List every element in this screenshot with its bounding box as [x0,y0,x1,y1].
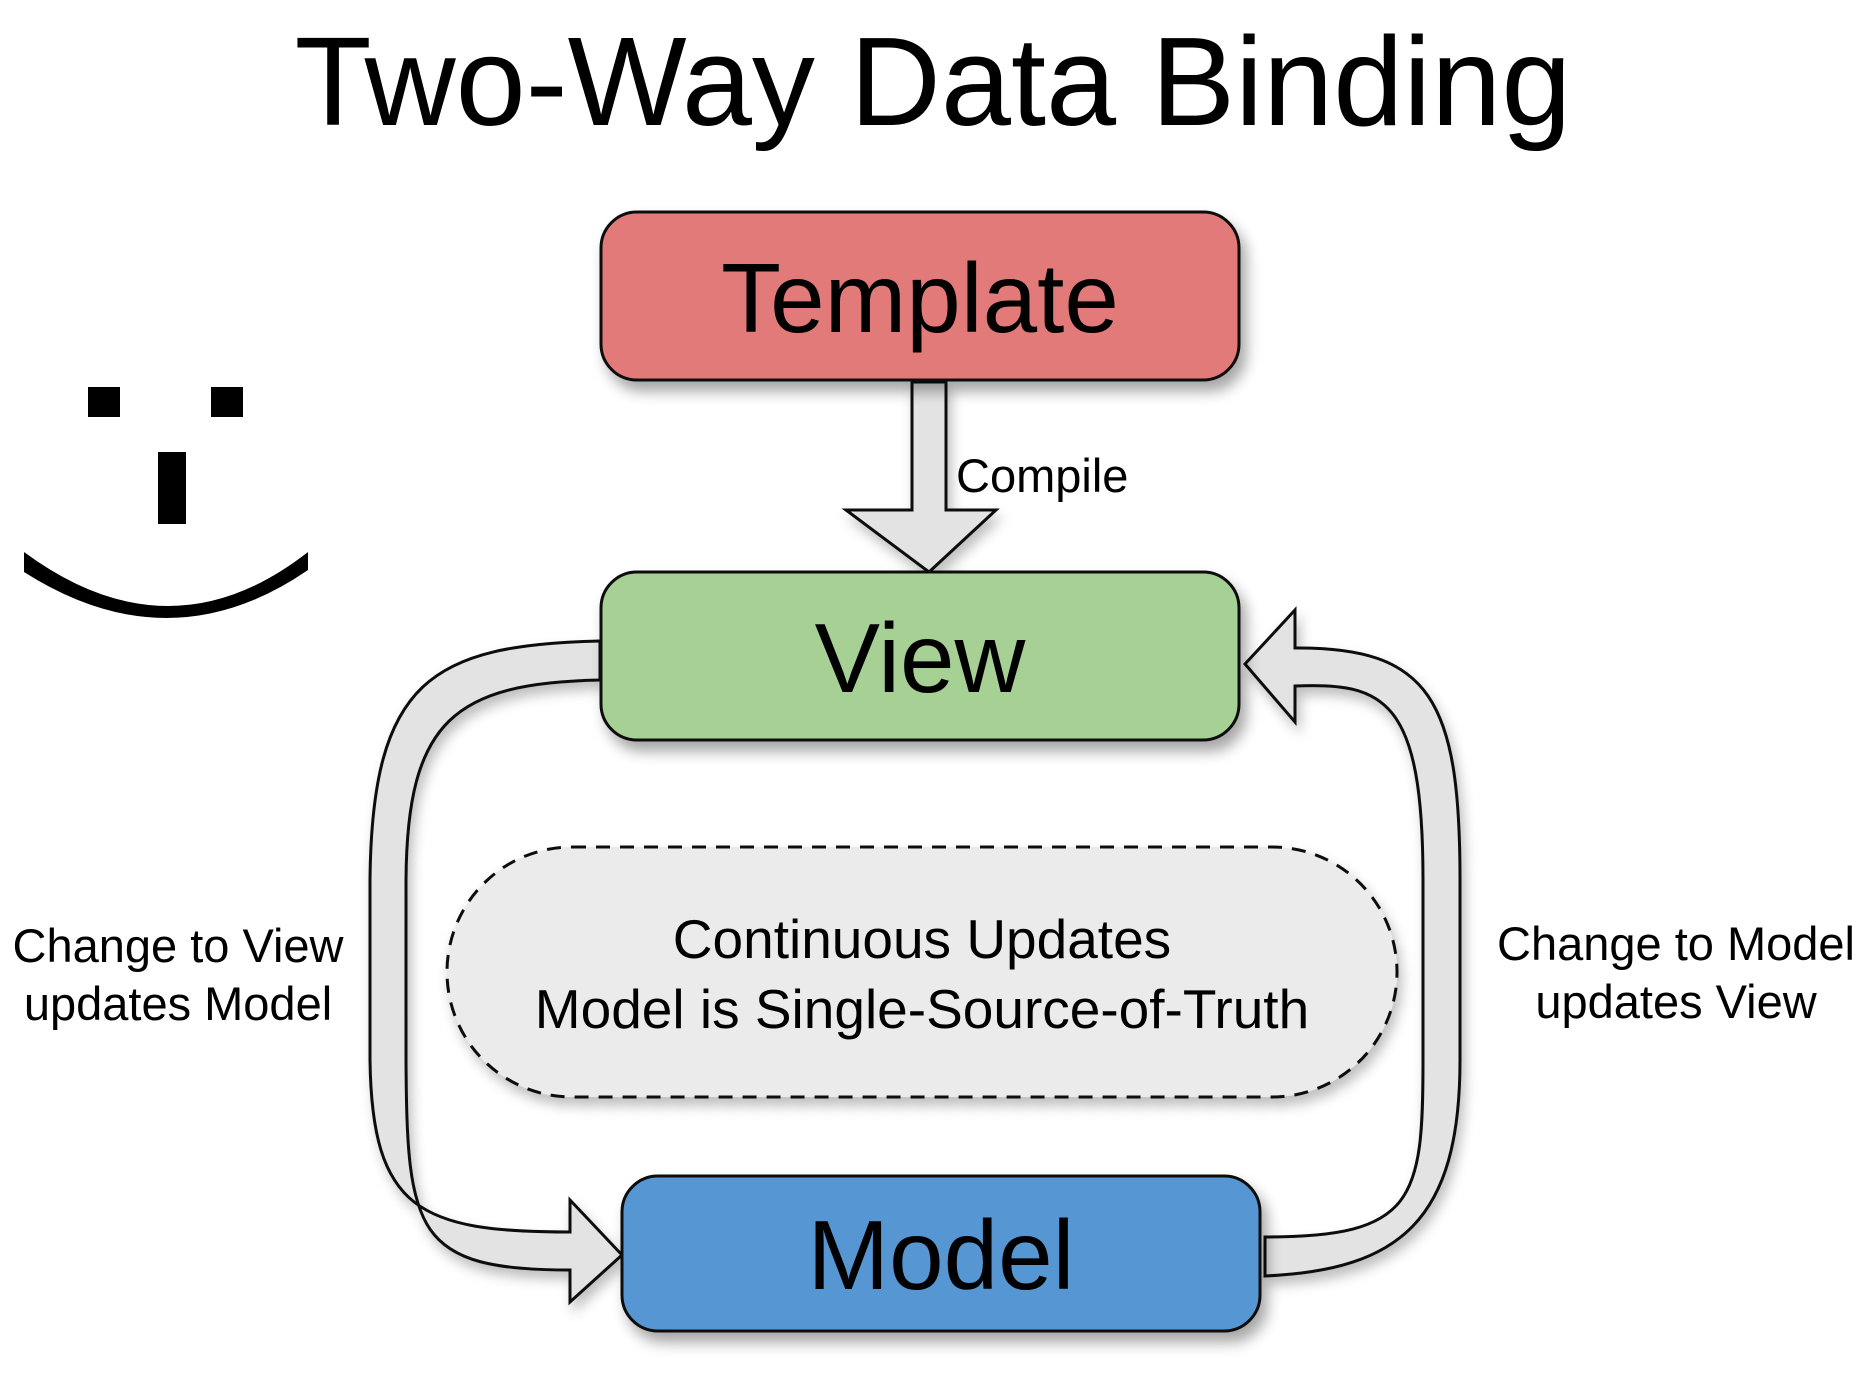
view-to-model-label: Change to View updates Model [13,919,345,1030]
view-node: View [599,570,1241,742]
continuous-updates-note: Continuous Updates Model is Single-Sourc… [445,845,1399,1099]
view-label: View [815,603,1027,713]
compile-arrow [841,380,1000,574]
compile-label: Compile [956,449,1128,502]
view-box [599,570,1241,742]
model-box [620,1174,1262,1333]
view-to-model-arrow [368,639,625,1306]
note-line-2: Model is Single-Source-of-Truth [535,978,1309,1040]
view-to-model-label-line-2: updates Model [24,977,332,1030]
template-node: Template [599,210,1241,382]
model-label: Model [808,1200,1075,1310]
template-box [599,210,1241,382]
smiley-face-icon [24,387,308,619]
model-to-view-label-line-1: Change to Model [1497,917,1855,970]
page-title: Two-Way Data Binding [295,11,1572,152]
note-line-1: Continuous Updates [673,908,1171,970]
model-to-view-label-line-2: updates View [1535,975,1817,1028]
template-label: Template [721,243,1119,353]
view-to-model-label-line-1: Change to View [13,919,345,972]
model-to-view-arrow [1242,606,1462,1278]
model-to-view-label: Change to Model updates View [1497,917,1855,1028]
model-node: Model [620,1174,1262,1333]
note-box [445,845,1399,1099]
